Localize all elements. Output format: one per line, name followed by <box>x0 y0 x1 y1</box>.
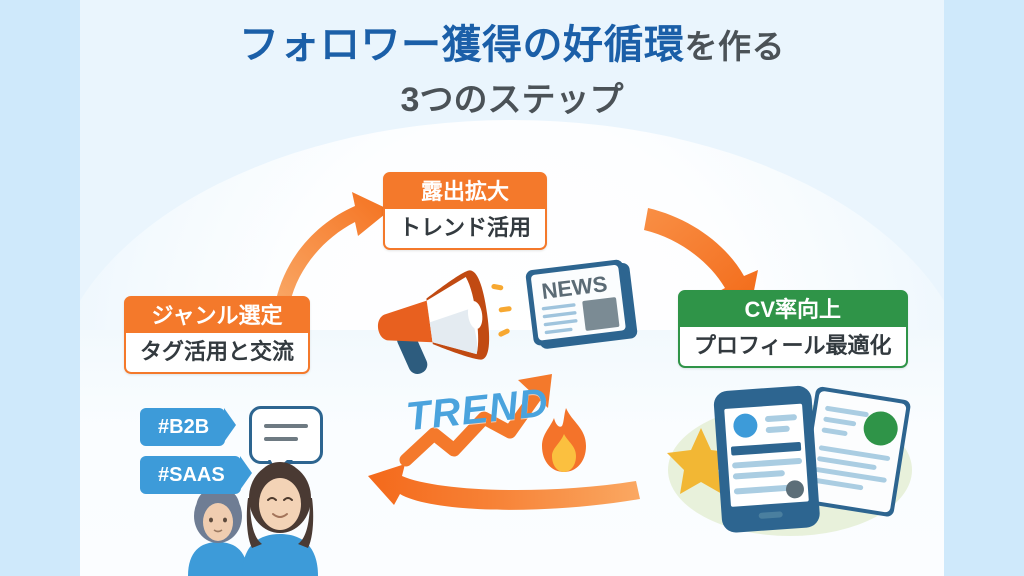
arrow-right-to-left <box>368 464 640 510</box>
cycle-box-left[interactable]: ジャンル選定 タグ活用と交流 <box>124 296 311 374</box>
cycle-box-top-header: 露出拡大 <box>385 174 546 209</box>
cycle-box-left-header: ジャンル選定 <box>126 298 309 333</box>
hashtag-chip-b2b-label: #B2B <box>158 416 210 438</box>
bubble-line-2 <box>264 437 298 441</box>
title-line-1: フォロワー獲得の好循環を作る <box>0 22 1024 68</box>
background-band-left <box>0 0 80 576</box>
arrow-left-to-top <box>276 192 390 303</box>
title-line-2: 3つのステップ <box>400 81 624 119</box>
title-suffix: を作る <box>684 28 785 65</box>
document-icon <box>799 386 911 517</box>
person-right <box>242 462 318 576</box>
background-band-right <box>944 0 1024 576</box>
cycle-box-top[interactable]: 露出拡大 トレンド活用 <box>383 172 548 250</box>
hashtag-chip-saas-label: #SAAS <box>158 464 225 486</box>
cycle-box-right-header: CV率向上 <box>680 292 906 327</box>
profile-optimization-icon <box>660 378 920 553</box>
title-highlight: フォロワー獲得の好循環 <box>239 23 685 67</box>
cycle-box-top-body: トレンド活用 <box>385 209 546 248</box>
hashtag-chip-saas[interactable]: #SAAS <box>140 456 252 494</box>
flame-icon <box>542 408 586 472</box>
cycle-box-right[interactable]: CV率向上 プロフィール最適化 <box>678 290 908 368</box>
newspaper-icon: NEWS <box>524 258 644 363</box>
trend-chart-icon: TREND <box>392 368 592 483</box>
cycle-box-right-body: プロフィール最適化 <box>680 327 906 366</box>
hashtag-chip-b2b[interactable]: #B2B <box>140 408 237 446</box>
cycle-box-left-body: タグ活用と交流 <box>126 333 309 372</box>
person-left <box>188 488 248 576</box>
megaphone-icon <box>372 268 522 383</box>
arrow-top-to-right <box>644 208 758 311</box>
smartphone-icon <box>713 385 820 533</box>
star-icon <box>667 428 735 494</box>
page-title: フォロワー獲得の好循環を作る 3つのステップ <box>0 22 1024 119</box>
bubble-line-1 <box>264 424 308 428</box>
